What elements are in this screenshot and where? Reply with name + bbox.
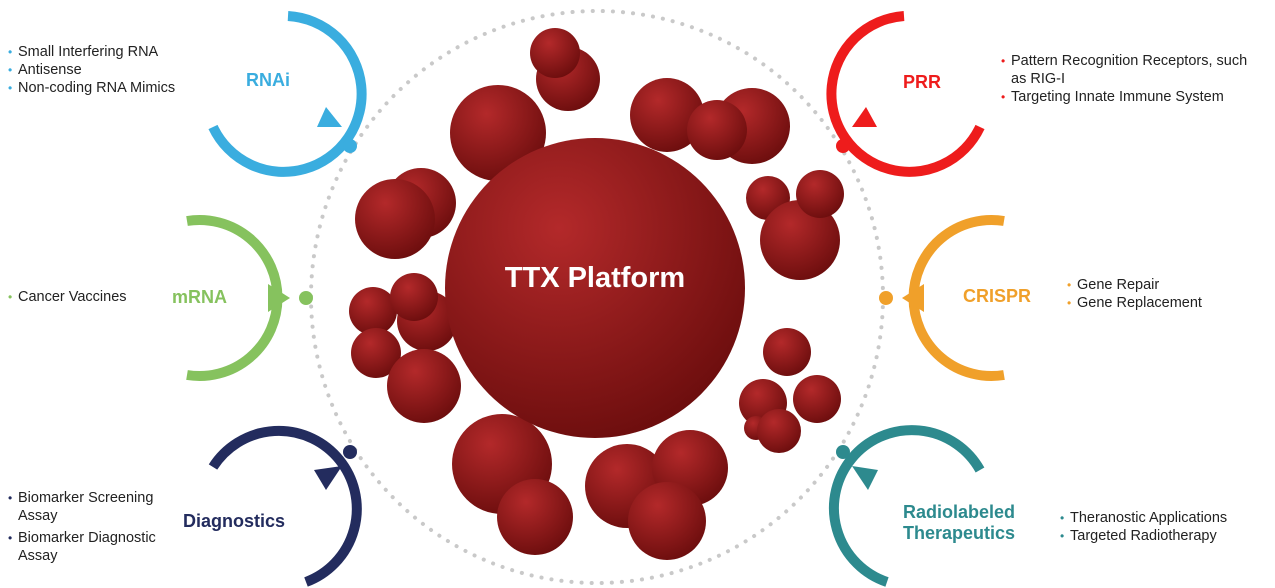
- crispr-node: [879, 291, 893, 305]
- prr-node: [836, 139, 850, 153]
- list-item: Antisense: [8, 61, 175, 79]
- satellite-sphere: [530, 28, 580, 78]
- crispr-label: CRISPR: [963, 286, 1032, 306]
- mrna-node: [299, 291, 313, 305]
- mrna-arc: [186, 215, 313, 381]
- prr-bullets: Pattern Recognition Receptors, such as R…: [1001, 52, 1251, 106]
- satellite-sphere: [630, 78, 704, 152]
- list-item: Gene Replacement: [1067, 294, 1202, 312]
- diagnostics-label: Diagnostics: [183, 511, 286, 531]
- radiolabeled-bullets: Theranostic Applications Targeted Radiot…: [1060, 509, 1227, 545]
- list-item: Theranostic Applications: [1060, 509, 1227, 527]
- rnai-label: RNAi: [246, 70, 290, 90]
- prr-label: PRR: [903, 72, 942, 92]
- mrna-bullets: Cancer Vaccines: [8, 288, 127, 306]
- list-item: Targeted Radiotherapy: [1060, 527, 1227, 545]
- diagnostics-bullets: Biomarker Screening Assay Biomarker Diag…: [8, 489, 158, 565]
- rnai-arc: [208, 11, 367, 177]
- radiolabeled-label: Radiolabeled Therapeutics: [903, 502, 1015, 544]
- list-item: Targeting Innate Immune System: [1001, 88, 1251, 106]
- list-item: Biomarker Diagnostic Assay: [8, 529, 158, 565]
- rnai-bullets: Small Interfering RNA Antisense Non-codi…: [8, 43, 175, 97]
- list-item: Pattern Recognition Receptors, such as R…: [1001, 52, 1251, 88]
- diagnostics-arc: [208, 425, 362, 587]
- satellite-sphere: [793, 375, 841, 423]
- list-item: Non-coding RNA Mimics: [8, 79, 175, 97]
- radiolabeled-label-line1: Radiolabeled: [903, 502, 1016, 522]
- satellite-sphere: [796, 170, 844, 218]
- diagnostics-node: [343, 445, 357, 459]
- satellite-sphere: [763, 328, 811, 376]
- radiolabeled-label-line2: Therapeutics: [903, 523, 1016, 543]
- satellite-spheres: [349, 28, 844, 560]
- satellite-sphere: [351, 328, 401, 378]
- satellite-sphere: [390, 273, 438, 321]
- satellite-sphere: [687, 100, 747, 160]
- satellite-sphere: [349, 287, 397, 335]
- mrna-label: mRNA: [172, 287, 228, 307]
- satellite-sphere: [355, 179, 435, 259]
- satellite-sphere: [497, 479, 573, 555]
- crispr-arc: [879, 215, 1005, 381]
- platform-sphere: [445, 138, 745, 438]
- satellite-sphere: [387, 349, 461, 423]
- satellite-sphere: [628, 482, 706, 560]
- satellite-sphere: [757, 409, 801, 453]
- list-item: Small Interfering RNA: [8, 43, 175, 61]
- list-item: Gene Repair: [1067, 276, 1202, 294]
- prr-arc: [826, 11, 985, 177]
- satellite-sphere: [760, 200, 840, 280]
- crispr-bullets: Gene Repair Gene Replacement: [1067, 276, 1202, 312]
- platform-title: TTX Platform: [504, 262, 686, 294]
- list-item: Cancer Vaccines: [8, 288, 127, 306]
- radiolabeled-node: [836, 445, 850, 459]
- list-item: Biomarker Screening Assay: [8, 489, 158, 525]
- rnai-node: [343, 139, 357, 153]
- radiolabeled-arc: [829, 425, 985, 587]
